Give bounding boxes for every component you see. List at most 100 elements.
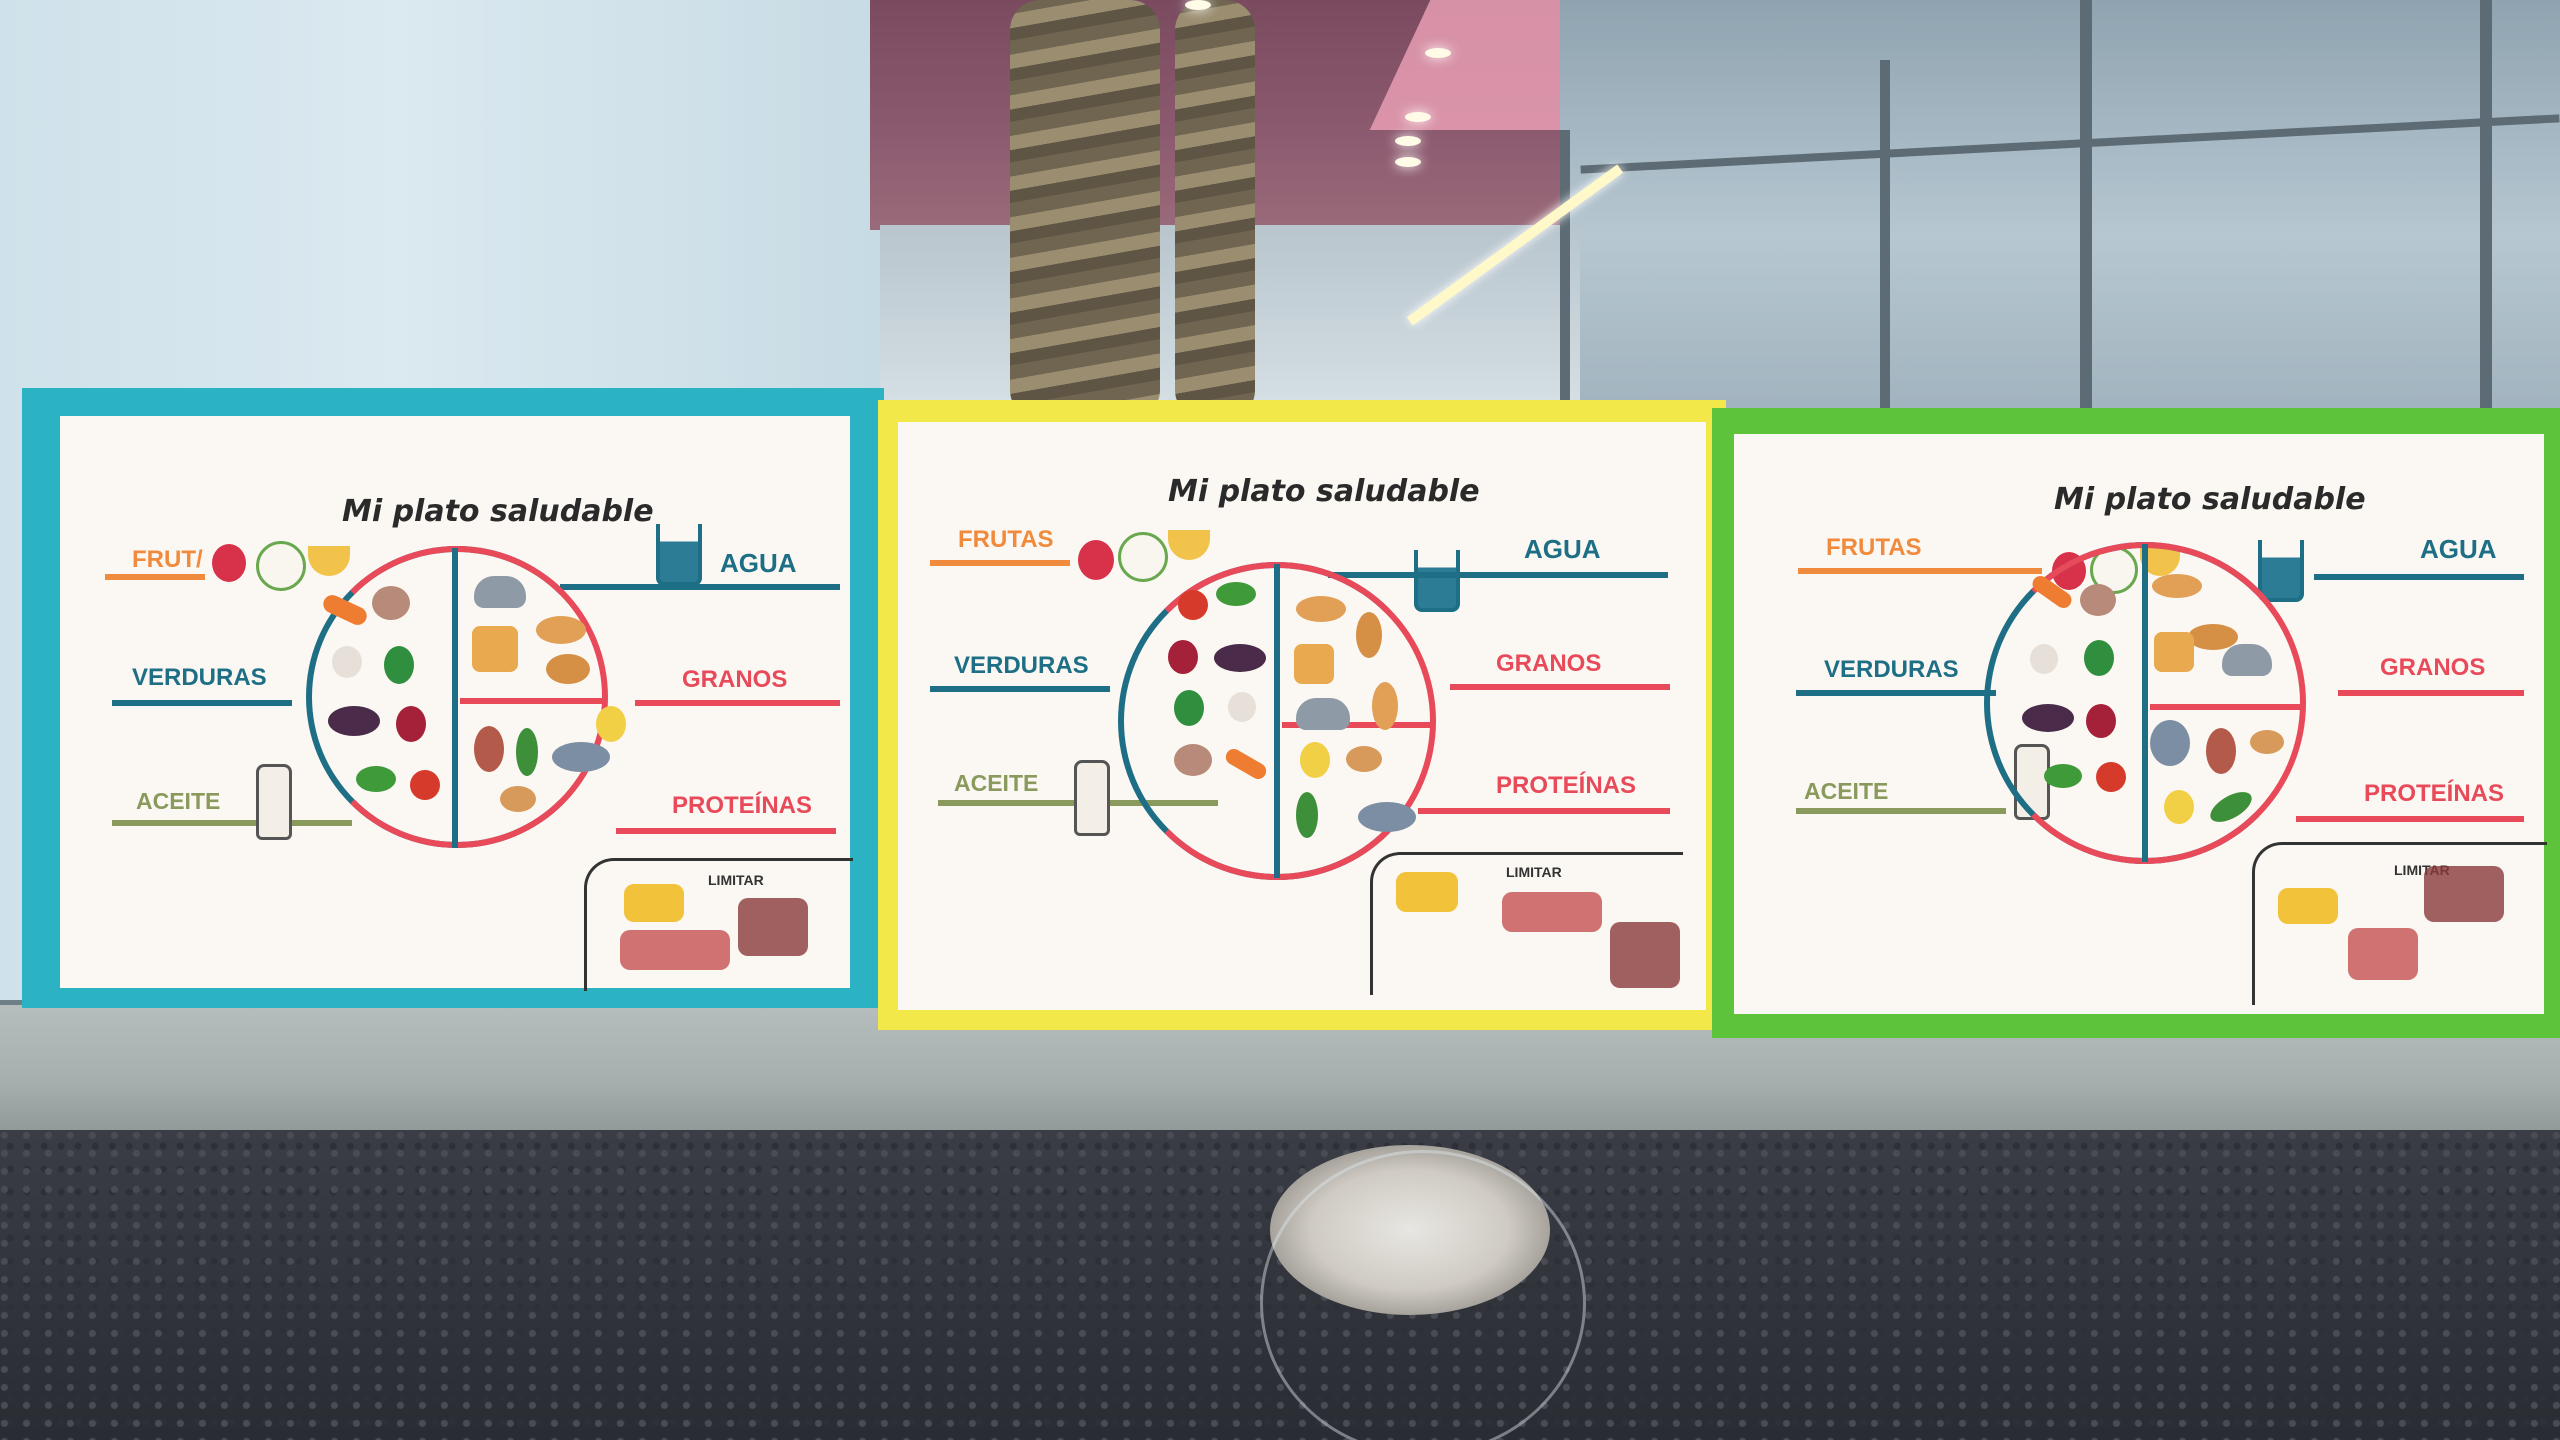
broccoli-icon: [384, 646, 414, 684]
glass-reflection: [1260, 1150, 1586, 1440]
label-verduras: VERDURAS: [954, 652, 1089, 679]
label-frutas: FRUT/: [132, 546, 203, 573]
line-proteinas: [2296, 816, 2524, 822]
ceiling-light: [1395, 136, 1421, 146]
poster-blue: Mi plato saludable FRUT/ AGUA VERDURAS G…: [22, 388, 884, 1008]
window-mullion: [1560, 130, 1570, 430]
beet-icon: [1168, 640, 1198, 674]
snacks-icon: [1610, 922, 1680, 988]
banana-icon: [1168, 530, 1210, 560]
line-granos: [635, 700, 840, 706]
label-proteinas: PROTEÍNAS: [1496, 772, 1637, 799]
ceiling-light: [1395, 157, 1421, 167]
line-agua: [560, 584, 840, 590]
poster-title: Mi plato saludable: [2054, 482, 2366, 517]
fish-icon: [552, 742, 610, 772]
window-mullion: [2480, 0, 2492, 430]
window-mullion: [2080, 0, 2092, 430]
line-granos: [1450, 684, 1670, 690]
strawberry-icon: [1078, 540, 1114, 580]
beet-icon: [2086, 704, 2116, 738]
line-proteinas: [616, 828, 836, 834]
ceiling-light: [1405, 112, 1431, 122]
poster-title: Mi plato saludable: [342, 494, 654, 529]
tomato-icon: [410, 770, 440, 800]
mushroom-icon: [372, 586, 410, 620]
limit-box: [1370, 852, 1683, 995]
label-agua: AGUA: [1524, 534, 1601, 564]
tomato-icon: [1178, 590, 1208, 620]
bread-icon: [546, 654, 590, 684]
water-glass-icon: [2258, 540, 2304, 602]
rice-bowl-icon: [1296, 698, 1350, 730]
fish-icon: [2150, 720, 2190, 766]
line-verduras: [930, 686, 1110, 692]
pepper-icon: [1216, 582, 1256, 606]
label-aceite: ACEITE: [136, 788, 221, 814]
line-agua: [1328, 572, 1668, 578]
palm-trunk: [1175, 0, 1255, 420]
plate-divider: [452, 548, 458, 848]
line-aceite: [1796, 808, 2006, 814]
label-limitar: LIMITAR: [708, 872, 764, 888]
bread-icon: [1372, 682, 1398, 730]
poster-yellow: Mi plato saludable FRUTAS AGUA VERDURAS …: [878, 400, 1726, 1030]
mushroom-icon: [2080, 584, 2116, 616]
plate-divider-horizontal: [2150, 704, 2302, 710]
egg-icon: [1300, 742, 1330, 778]
plate-divider-horizontal: [460, 698, 606, 704]
garlic-icon: [1228, 692, 1256, 722]
broccoli-icon: [2084, 640, 2114, 676]
line-agua: [2314, 574, 2524, 580]
garlic-icon: [332, 646, 362, 678]
label-agua: AGUA: [720, 548, 797, 578]
poster-title: Mi plato saludable: [1168, 474, 1480, 509]
water-glass-icon: [1414, 550, 1460, 612]
apple-icon: [256, 541, 306, 591]
label-proteinas: PROTEÍNAS: [2364, 780, 2505, 807]
line-verduras: [112, 700, 292, 706]
broccoli-icon: [1174, 690, 1204, 726]
egg-icon: [596, 706, 626, 742]
snacks-icon: [738, 898, 808, 956]
bean-icon: [516, 728, 538, 776]
poster-green: Mi plato saludable FRUTAS AGUA VERDURAS …: [1712, 408, 2560, 1038]
line-proteinas: [1418, 808, 1670, 814]
limit-box: [584, 858, 853, 991]
label-frutas: FRUTAS: [1826, 534, 1922, 561]
line-aceite: [112, 820, 352, 826]
drumstick-icon: [474, 726, 504, 772]
line-frutas: [930, 560, 1070, 566]
label-aceite: ACEITE: [954, 770, 1039, 796]
eggplant-icon: [328, 706, 380, 736]
label-granos: GRANOS: [2380, 654, 2486, 681]
label-agua: AGUA: [2420, 534, 2497, 564]
snacks-icon: [2424, 866, 2504, 922]
line-verduras: [1796, 690, 1996, 696]
beet-icon: [396, 706, 426, 742]
bean-icon: [1296, 792, 1318, 838]
label-verduras: VERDURAS: [1824, 656, 1959, 683]
line-frutas: [105, 574, 205, 580]
label-frutas: FRUTAS: [958, 526, 1054, 553]
sausages-icon: [1502, 892, 1602, 932]
palm-trunk: [1010, 0, 1160, 420]
bread-icon: [2188, 624, 2238, 650]
pizza-icon: [1396, 872, 1458, 912]
bread-icon: [536, 616, 586, 644]
eggplant-icon: [1214, 644, 1266, 672]
banana-icon: [308, 546, 350, 576]
bread-icon: [2152, 574, 2202, 598]
label-proteinas: PROTEÍNAS: [672, 792, 813, 819]
ceiling-light: [1185, 0, 1211, 10]
poster-sheet: Mi plato saludable FRUTAS AGUA VERDURAS …: [898, 422, 1706, 1010]
mushroom-icon: [1174, 744, 1212, 776]
label-verduras: VERDURAS: [132, 664, 267, 691]
poster-sheet: Mi plato saludable FRUTAS AGUA VERDURAS …: [1734, 434, 2547, 1014]
poster-sheet: Mi plato saludable FRUT/ AGUA VERDURAS G…: [60, 416, 853, 991]
line-frutas: [1798, 568, 2042, 574]
pepper-icon: [356, 766, 396, 792]
oil-bottle-icon: [1074, 760, 1110, 836]
label-aceite: ACEITE: [1804, 778, 1889, 804]
